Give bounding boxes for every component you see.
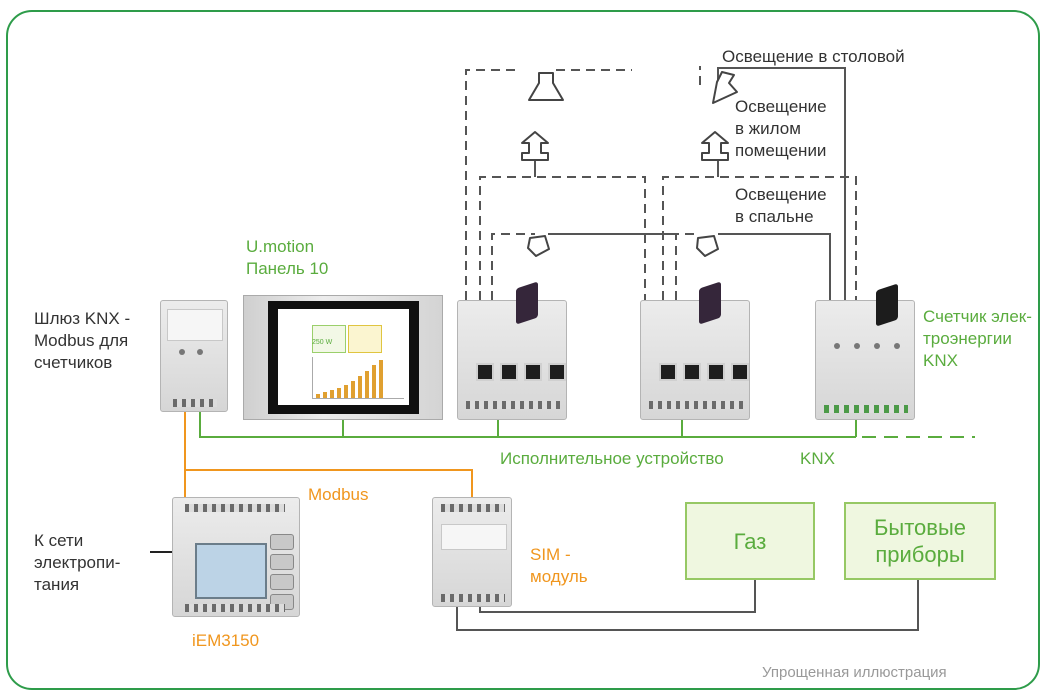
gas-box: Газ bbox=[685, 502, 815, 580]
gateway-label-line-2: Modbus для bbox=[34, 331, 129, 350]
sim-label-line-2: модуль bbox=[530, 567, 588, 586]
panel-screen: 250 W bbox=[268, 301, 419, 414]
diagram-frame bbox=[6, 10, 1040, 690]
appliances-label-line-1: Бытовые bbox=[873, 515, 967, 540]
mains-label-line-3: тания bbox=[34, 575, 80, 594]
knx-label: KNX bbox=[800, 449, 835, 468]
meter-model-label: iEM3150 bbox=[192, 631, 260, 650]
sim-label-line-1: SIM - bbox=[530, 545, 571, 564]
dining-light-wire-c bbox=[717, 67, 846, 300]
living-light-wire-a bbox=[479, 176, 646, 300]
sim-appliances-line bbox=[456, 580, 919, 631]
sim-label: SIM - модуль bbox=[530, 544, 588, 588]
appliances-box: Бытовые приборы bbox=[844, 502, 996, 580]
mains-label-line-2: электропи- bbox=[34, 553, 121, 572]
lighting-bedroom-line-1: Освещение bbox=[735, 185, 827, 204]
energy-meter-line-1: Счетчик элек- bbox=[923, 307, 1032, 326]
lighting-living-line-2: в жилом bbox=[735, 119, 801, 138]
umotion-panel: 250 W bbox=[243, 295, 443, 420]
living-lamp-icon bbox=[521, 131, 549, 161]
energy-meter-line-2: троэнергии bbox=[923, 329, 1012, 348]
meter-lcd bbox=[195, 543, 267, 599]
footer-note: Упрощенная иллюстрация bbox=[762, 664, 947, 681]
energy-meter-label: Счетчик элек- троэнергии KNX bbox=[923, 306, 1032, 372]
energy-meter-line-3: KNX bbox=[923, 351, 958, 370]
modbus-line bbox=[184, 410, 473, 497]
modbus-label: Modbus bbox=[308, 485, 369, 504]
panel-label-line-1: U.motion bbox=[246, 237, 315, 256]
bedroom-lamp-icon bbox=[527, 235, 550, 257]
gateway-label-line-3: счетчиков bbox=[34, 353, 113, 372]
actuator-label: Исполнительное устройство bbox=[500, 449, 724, 468]
knx-bus-line bbox=[199, 410, 856, 438]
panel-label: U.motion Панель 10 bbox=[246, 236, 328, 280]
knx-energy-meter bbox=[815, 283, 915, 420]
knx-actuator-2 bbox=[640, 281, 750, 420]
living-lamp-icon-2 bbox=[701, 131, 729, 161]
panel-label-line-2: Панель 10 bbox=[246, 259, 329, 278]
knx-actuator-1 bbox=[457, 281, 567, 420]
gateway-label-line-1: Шлюз KNX - bbox=[34, 309, 131, 328]
bedroom-lamp-icon-2 bbox=[696, 235, 719, 257]
dining-light-wire-a bbox=[465, 69, 520, 300]
gateway-label: Шлюз KNX - Modbus для счетчиков bbox=[34, 308, 130, 374]
mains-label-line-1: К сети bbox=[34, 531, 84, 550]
lighting-living-line-3: помещении bbox=[735, 141, 827, 160]
iem3150-meter bbox=[172, 497, 300, 617]
dining-lamp-icon bbox=[528, 72, 564, 101]
screen-value-label: 250 W bbox=[312, 339, 333, 346]
mains-label: К сети электропи- тания bbox=[34, 530, 120, 596]
living-light-wire-b bbox=[662, 176, 857, 300]
lighting-living-label: Освещение в жилом помещении bbox=[735, 96, 827, 162]
appliances-label-line-2: приборы bbox=[875, 542, 965, 567]
lighting-bedroom-line-2: в спальне bbox=[735, 207, 814, 226]
bedroom-light-wire-a bbox=[491, 233, 535, 300]
knx-modbus-gateway bbox=[160, 300, 228, 412]
lighting-dining-label: Освещение в столовой bbox=[722, 47, 905, 66]
screen-mini-chart bbox=[312, 357, 404, 399]
sim-module bbox=[432, 497, 512, 607]
dining-lamp-icon-2 bbox=[712, 71, 738, 104]
gas-label: Газ bbox=[733, 528, 767, 554]
lighting-bedroom-label: Освещение в спальне bbox=[735, 184, 827, 228]
bedroom-light-wire-d bbox=[718, 233, 831, 300]
sim-gas-line bbox=[479, 580, 756, 613]
bedroom-light-wire-c bbox=[675, 233, 700, 300]
lighting-living-line-1: Освещение bbox=[735, 97, 827, 116]
